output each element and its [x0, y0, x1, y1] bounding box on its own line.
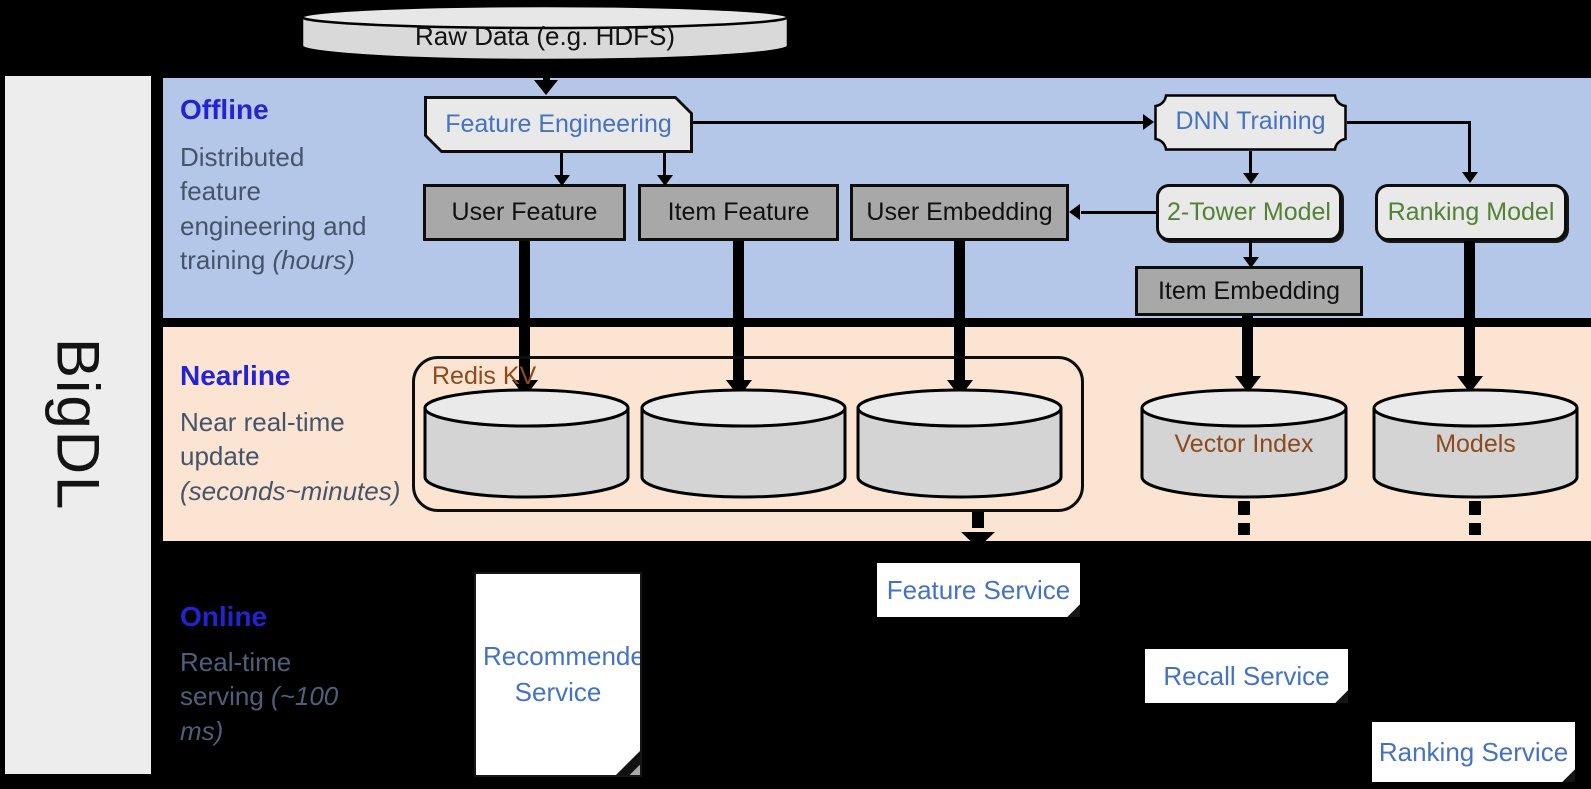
- offline-title: Offline: [180, 94, 269, 125]
- item-feature-node: Item Feature: [638, 184, 839, 241]
- dashed-arrow-redis-to-featureservice: [972, 512, 984, 528]
- recall-service-label: Recall Service: [1163, 660, 1330, 691]
- arrow-itemembedding-to-vectorindex: [1242, 316, 1253, 378]
- arrowhead-dnn-to-rankingmodel: [1462, 172, 1478, 183]
- dashed-line-models-1: [1469, 501, 1481, 515]
- arrowhead-fe-to-itemfeature: [657, 175, 673, 186]
- service-fold-corner: [1335, 690, 1348, 703]
- redis-kv-container: [412, 356, 1084, 512]
- ranking-service-label: Ranking Service: [1378, 736, 1569, 767]
- ranking-model-label: Ranking Model: [1387, 198, 1555, 226]
- feature-engineering-label: Feature Engineering: [427, 99, 690, 150]
- arrowhead-twotower-to-userembedding: [1069, 204, 1080, 220]
- arrow-rawdata-to-fe: [543, 60, 550, 82]
- arrow-dnn-to-rankingmodel-h: [1347, 121, 1471, 124]
- recommender-service-label: Recommender Service: [483, 641, 642, 707]
- arrow-twotower-to-userembedding: [1081, 211, 1156, 214]
- bigdl-brand-label: BigDL: [44, 338, 112, 512]
- dashed-line-vectorindex-1: [1238, 501, 1250, 515]
- arrow-userfeature-to-redis: [519, 241, 530, 381]
- arrow-itemfeature-to-redis: [733, 241, 744, 381]
- offline-subtitle: Distributed feature engineering and trai…: [180, 142, 367, 275]
- redis-cylinder-3: [856, 388, 1063, 500]
- user-feature-label: User Feature: [451, 198, 598, 226]
- models-cylinder: Models: [1372, 388, 1579, 500]
- arrow-rankingmodel-to-models: [1464, 241, 1475, 378]
- arrow-dnn-to-twotower: [1249, 151, 1252, 177]
- arrowhead-fe-to-userfeature: [554, 175, 570, 186]
- user-feature-node: User Feature: [423, 184, 626, 241]
- dashed-arrowhead-redis-to-featureservice: [961, 532, 995, 548]
- two-tower-model-node: 2-Tower Model: [1156, 184, 1342, 241]
- dnn-training-label: DNN Training: [1175, 107, 1326, 135]
- nearline-subtitle: Near real-time update (seconds~minutes): [180, 407, 401, 506]
- redis-cylinder-1: [423, 388, 630, 500]
- user-embedding-node: User Embedding: [850, 184, 1069, 241]
- feature-service-label: Feature Service: [886, 574, 1071, 605]
- models-label: Models: [1435, 430, 1516, 458]
- arrowhead-fe-to-dnn: [1143, 114, 1154, 130]
- raw-data-cylinder: Raw Data (e.g. HDFS): [300, 4, 790, 62]
- bigdl-sidebar: BigDL: [5, 76, 151, 774]
- arrowhead-twotower-to-itemembedding: [1243, 257, 1259, 268]
- raw-data-label: Raw Data (e.g. HDFS): [414, 21, 676, 51]
- item-embedding-label: Item Embedding: [1157, 276, 1341, 305]
- item-feature-label: Item Feature: [667, 198, 810, 226]
- feature-service-node: Feature Service: [877, 563, 1080, 617]
- recall-service-node: Recall Service: [1145, 649, 1348, 703]
- dnn-training-node: DNN Training: [1154, 94, 1347, 151]
- cylinder-shape: [300, 4, 790, 62]
- ranking-service-node: Ranking Service: [1372, 722, 1575, 782]
- ranking-model-node: Ranking Model: [1375, 184, 1567, 241]
- item-embedding-node: Item Embedding: [1135, 266, 1363, 316]
- service-fold-corner: [1067, 604, 1080, 617]
- online-title: Online: [180, 601, 268, 632]
- vector-index-cylinder: Vector Index: [1140, 388, 1348, 500]
- recommender-service-node: Recommender Service: [474, 572, 642, 777]
- two-tower-model-label: 2-Tower Model: [1167, 198, 1331, 226]
- arrow-twotower-to-itemembedding: [1249, 241, 1252, 261]
- arrow-fe-to-dnn: [693, 121, 1145, 124]
- user-embedding-label: User Embedding: [866, 198, 1053, 226]
- vector-index-label: Vector Index: [1174, 430, 1314, 458]
- dashed-line-models-2: [1469, 523, 1481, 535]
- arrowhead-dnn-to-twotower: [1243, 173, 1259, 184]
- arrowhead-rawdata-to-fe: [534, 80, 558, 95]
- online-subtitle: Real-time serving (~100 ms): [180, 647, 339, 746]
- arrow-fe-to-itemfeature: [663, 153, 666, 181]
- redis-kv-label: Redis KV: [432, 362, 537, 390]
- service-fold-corner: [1562, 769, 1575, 782]
- feature-engineering-node: Feature Engineering: [424, 96, 693, 153]
- dashed-line-vectorindex-2: [1238, 523, 1250, 535]
- arrow-fe-to-userfeature: [560, 153, 563, 181]
- redis-cylinder-2: [640, 388, 847, 500]
- arrow-userembedding-to-redis: [954, 241, 965, 381]
- arrow-dnn-to-rankingmodel-v: [1468, 121, 1471, 173]
- plaque-shape: [1154, 94, 1347, 151]
- nearline-title: Nearline: [180, 360, 291, 391]
